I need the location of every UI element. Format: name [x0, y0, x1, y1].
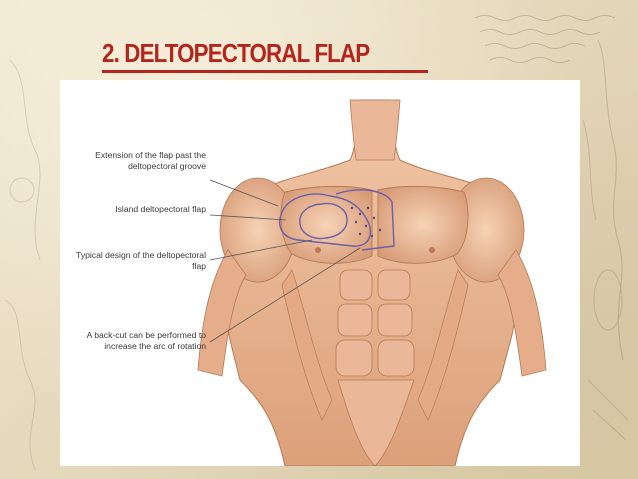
left-arm	[197, 249, 247, 377]
slide-title: 2. DELTOPECTORAL FLAP	[102, 38, 370, 68]
right-arm	[497, 249, 547, 377]
callout-typical: Typical design of the deltopectoral flap	[76, 250, 206, 271]
right-nipple	[429, 247, 435, 253]
left-pectoral	[280, 185, 373, 264]
faded-anatomical-sketch-left	[4, 59, 41, 471]
torso-illustration	[197, 99, 547, 466]
faded-handwriting-decoration	[474, 15, 616, 63]
abdominal-muscles	[335, 269, 415, 466]
left-oblique	[281, 269, 333, 421]
callout-extension: Extension of the flap past the deltopect…	[95, 150, 206, 171]
callout-leader-lines	[209, 179, 361, 343]
callout-island: Island deltopectoral flap	[115, 204, 206, 214]
left-nipple	[315, 247, 321, 253]
right-oblique	[417, 269, 469, 421]
faded-anatomical-sketch-right	[582, 39, 629, 441]
neck	[349, 99, 401, 161]
right-pectoral	[377, 185, 469, 264]
callout-backcut: A back-cut can be performed to increase …	[86, 330, 206, 351]
anatomy-figure-panel: Extension of the flap past the deltopect…	[60, 80, 580, 466]
title-underline	[102, 70, 428, 73]
island-flap-dots	[350, 206, 382, 238]
deltopectoral-flap-outline	[279, 189, 395, 251]
